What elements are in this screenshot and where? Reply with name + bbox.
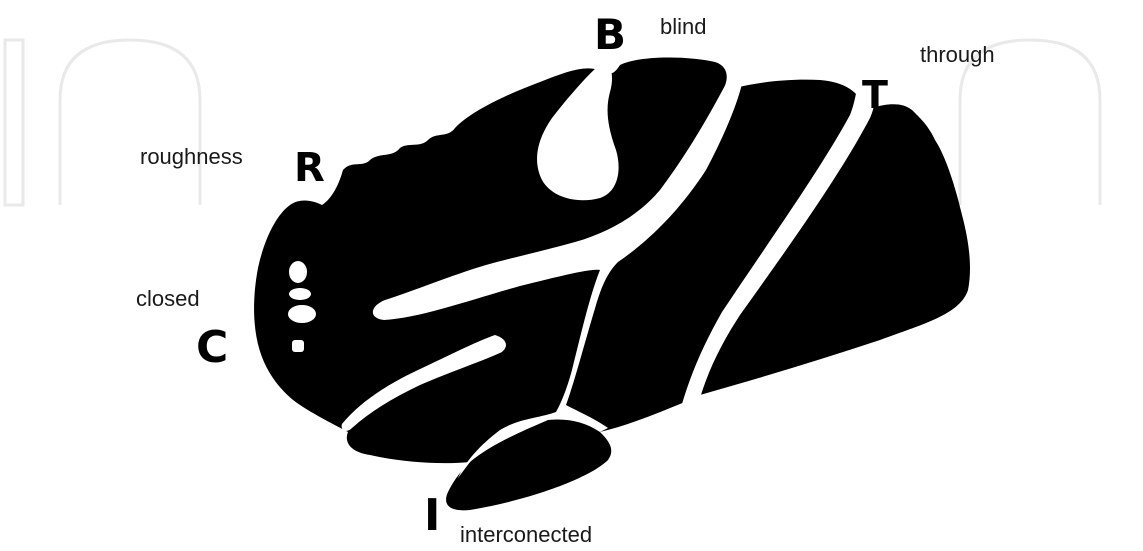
closed-pore-1 <box>289 261 307 283</box>
label-letter-interconnected: I <box>424 494 440 538</box>
closed-pore-3 <box>288 305 316 323</box>
label-letter-roughness: R <box>294 148 325 188</box>
label-letter-through: T <box>862 76 888 114</box>
label-blind: blind <box>660 16 706 38</box>
closed-pore-2 <box>289 288 311 300</box>
label-through: through <box>920 44 995 66</box>
label-closed: closed <box>136 288 200 310</box>
label-interconnected: interconected <box>460 524 592 546</box>
closed-pore-4 <box>292 340 304 352</box>
label-letter-blind: B <box>594 14 626 56</box>
label-roughness: roughness <box>140 146 243 168</box>
label-letter-closed: C <box>196 326 228 370</box>
